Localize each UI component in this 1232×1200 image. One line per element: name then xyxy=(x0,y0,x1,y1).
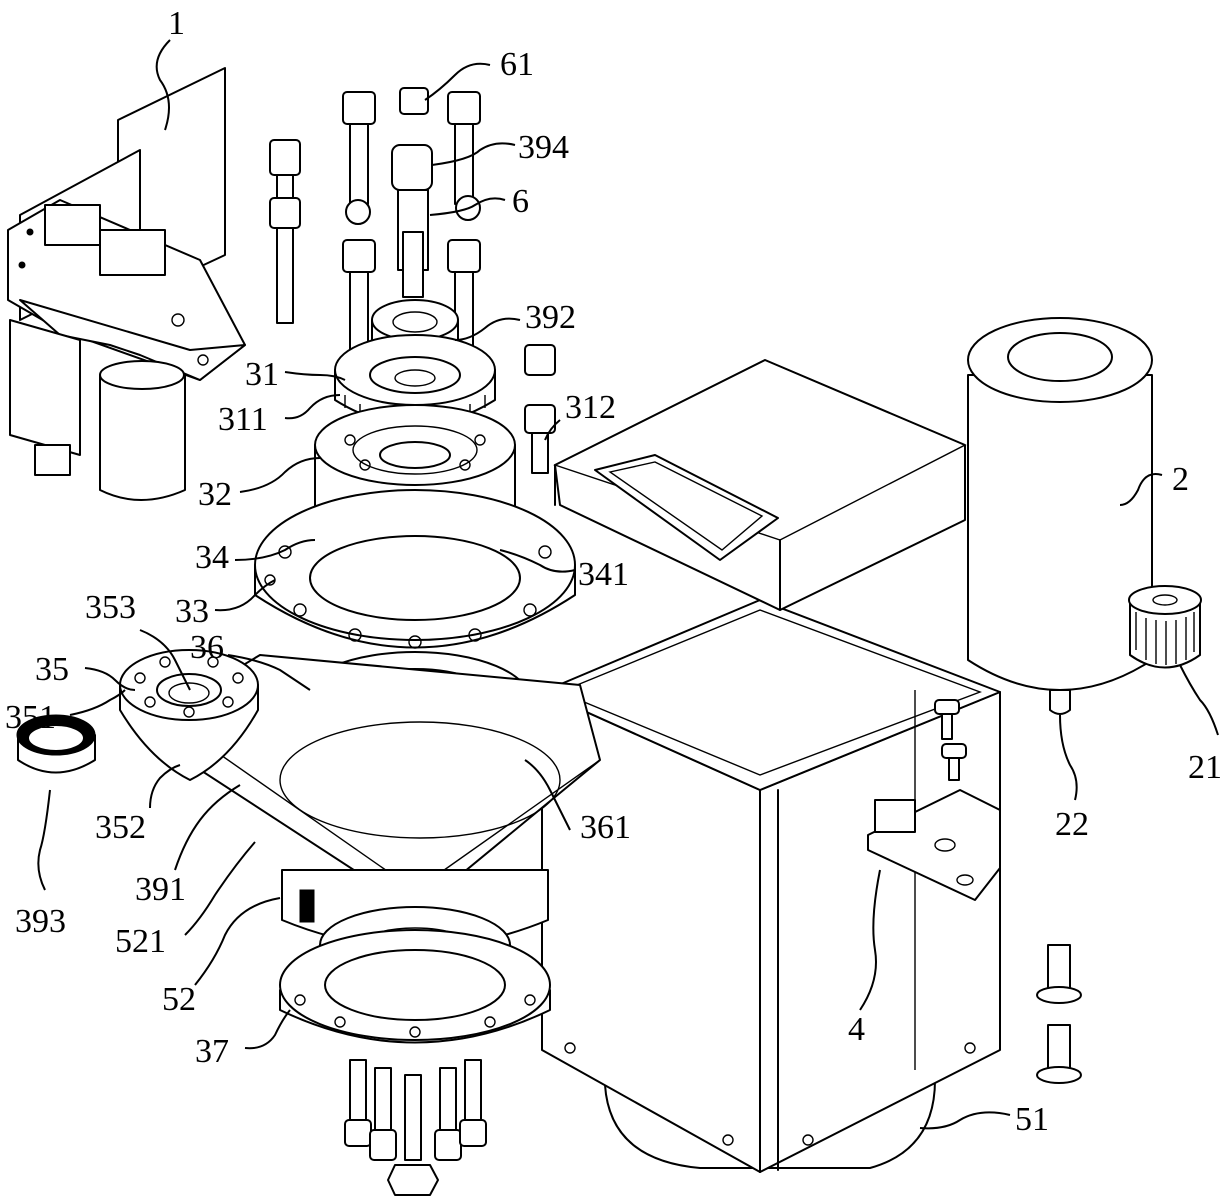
label-35: 35 xyxy=(35,651,69,688)
label-394: 394 xyxy=(518,129,569,166)
circuit-board-1 xyxy=(7,67,246,501)
label-2: 2 xyxy=(1172,461,1189,498)
label-61: 61 xyxy=(500,46,534,83)
label-6: 6 xyxy=(512,183,529,220)
motor-shaft-22 xyxy=(1049,689,1071,715)
base-plate xyxy=(184,654,601,901)
label-392: 392 xyxy=(525,299,576,336)
label-51: 51 xyxy=(1015,1101,1049,1138)
box-top-rim xyxy=(541,599,1001,791)
flange-35 xyxy=(119,649,259,781)
label-52: 52 xyxy=(162,981,196,1018)
central-stack xyxy=(184,299,601,1196)
label-351: 351 xyxy=(5,699,56,736)
label-521: 521 xyxy=(115,923,166,960)
label-22: 22 xyxy=(1055,806,1089,843)
lid-plate xyxy=(553,359,967,611)
housing-box xyxy=(541,599,1001,1173)
label-1: 1 xyxy=(168,5,185,42)
top-screws xyxy=(269,87,1082,1084)
small-gear-21 xyxy=(1128,585,1202,669)
leader-lines xyxy=(37,39,1219,1130)
label-311: 311 xyxy=(218,401,268,438)
label-393: 393 xyxy=(15,903,66,940)
label-353: 353 xyxy=(85,589,136,626)
part-labels: 1 61 394 6 392 31 311 312 32 34 341 33 3… xyxy=(5,5,1222,1138)
label-32: 32 xyxy=(198,476,232,513)
lid-window xyxy=(594,454,779,561)
label-361: 361 xyxy=(580,809,631,846)
label-312: 312 xyxy=(565,389,616,426)
capacitor xyxy=(99,374,186,501)
label-33: 33 xyxy=(175,593,209,630)
seal-393 xyxy=(16,714,96,774)
label-36: 36 xyxy=(190,629,224,666)
label-37: 37 xyxy=(195,1033,229,1070)
label-4: 4 xyxy=(848,1011,865,1048)
label-391: 391 xyxy=(135,871,186,908)
label-352: 352 xyxy=(95,809,146,846)
label-34: 34 xyxy=(195,539,229,576)
label-341: 341 xyxy=(578,556,629,593)
label-21: 21 xyxy=(1188,749,1222,786)
sensor-bracket-4 xyxy=(867,789,1001,901)
motor-2 xyxy=(967,317,1153,715)
label-31: 31 xyxy=(245,356,279,393)
